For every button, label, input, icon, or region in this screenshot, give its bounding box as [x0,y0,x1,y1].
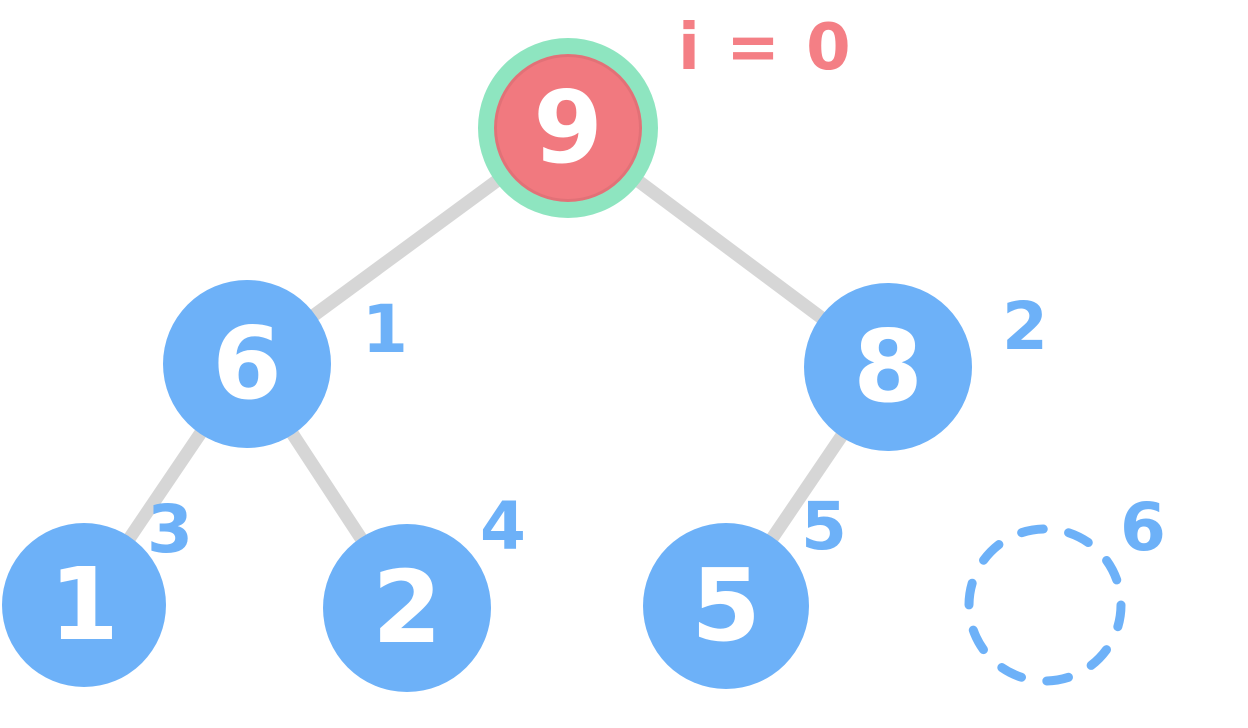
tree-node-5: 5 [643,523,809,689]
node-index-label: 4 [480,488,526,565]
node-value: 6 [212,305,282,422]
node-value: 9 [533,69,603,186]
tree-node-1: 1 [2,523,166,687]
node-value: 5 [691,547,761,664]
node-value: 1 [49,546,119,663]
node-index-label: 1 [362,291,408,368]
tree-node-8: 8 [804,283,972,451]
node-value: 2 [372,549,442,666]
node-index-label: 5 [801,488,847,565]
node-index-label: 6 [1120,489,1166,566]
dashed-circle [964,524,1126,686]
empty-node-placeholder [964,524,1126,686]
iteration-annotation: i = 0 [678,11,853,85]
node-index-label: 2 [1002,288,1048,365]
node-index-label: 3 [147,491,193,568]
node-value: 8 [853,308,923,425]
tree-node-2: 2 [323,524,491,692]
tree-node-6: 6 [163,280,331,448]
tree-node-9: 9 [478,38,658,218]
